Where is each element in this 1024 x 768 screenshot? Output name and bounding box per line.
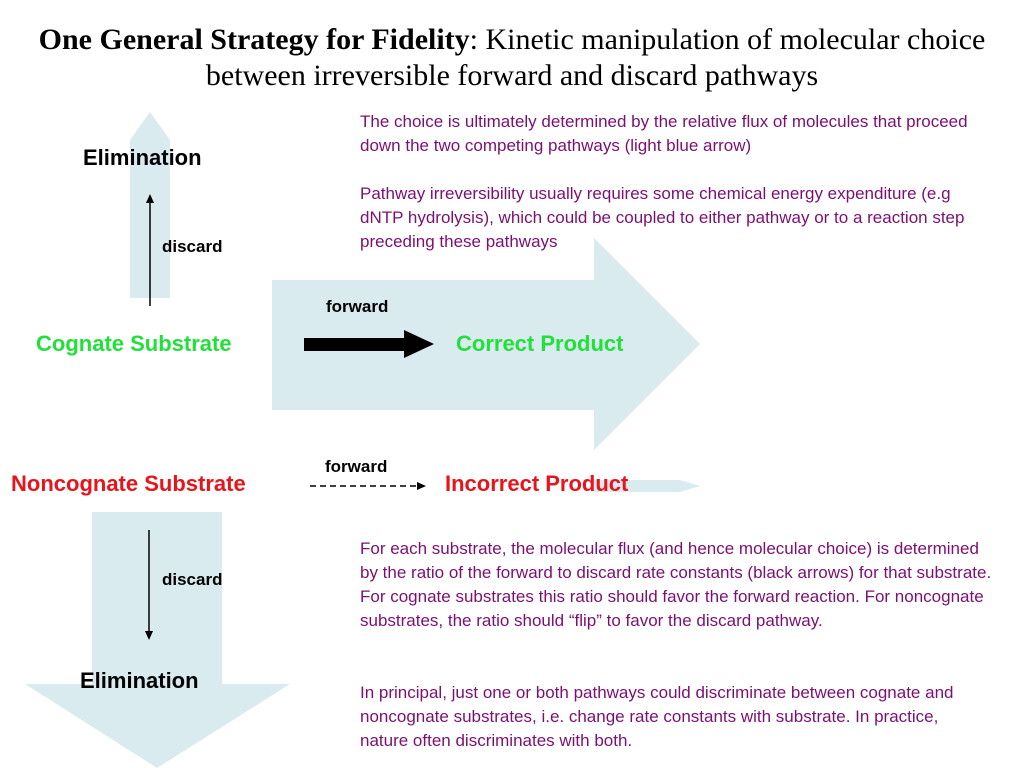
noncognate-substrate-label: Noncognate Substrate: [11, 471, 246, 496]
discard-arrow-down: [145, 530, 153, 640]
note-irreversibility: Pathway irreversibility usually requires…: [360, 184, 965, 251]
forward-arrow-thick: [304, 330, 434, 358]
discard-top-label: discard: [162, 237, 223, 256]
title-rest: : Kinetic manipulation of molecular choi…: [205, 23, 986, 92]
forward-top-label: forward: [326, 297, 389, 316]
flux-arrow-forward-thin: [594, 480, 700, 492]
discard-arrow-up: [146, 194, 154, 306]
cognate-substrate-label: Cognate Substrate: [36, 331, 232, 356]
flux-arrow-forward: [272, 238, 700, 450]
discard-bottom-label: discard: [162, 570, 223, 589]
elimination-bottom-label: Elimination: [80, 668, 199, 693]
forward-arrow-dashed: [310, 482, 426, 490]
note-rate-ratio: For each substrate, the molecular flux (…: [360, 539, 992, 630]
note-discrimination: In principal, just one or both pathways …: [360, 683, 954, 750]
note-flux-choice: The choice is ultimately determined by t…: [360, 112, 968, 155]
title-bold: One General Strategy for Fidelity: [38, 23, 470, 56]
slide-title: One General Strategy for Fidelity: Kinet…: [0, 22, 1024, 94]
elimination-top-label: Elimination: [83, 145, 202, 170]
incorrect-product-label: Incorrect Product: [445, 471, 629, 496]
flux-arrow-down: [25, 512, 290, 768]
forward-bottom-label: forward: [325, 457, 388, 476]
correct-product-label: Correct Product: [456, 331, 624, 356]
